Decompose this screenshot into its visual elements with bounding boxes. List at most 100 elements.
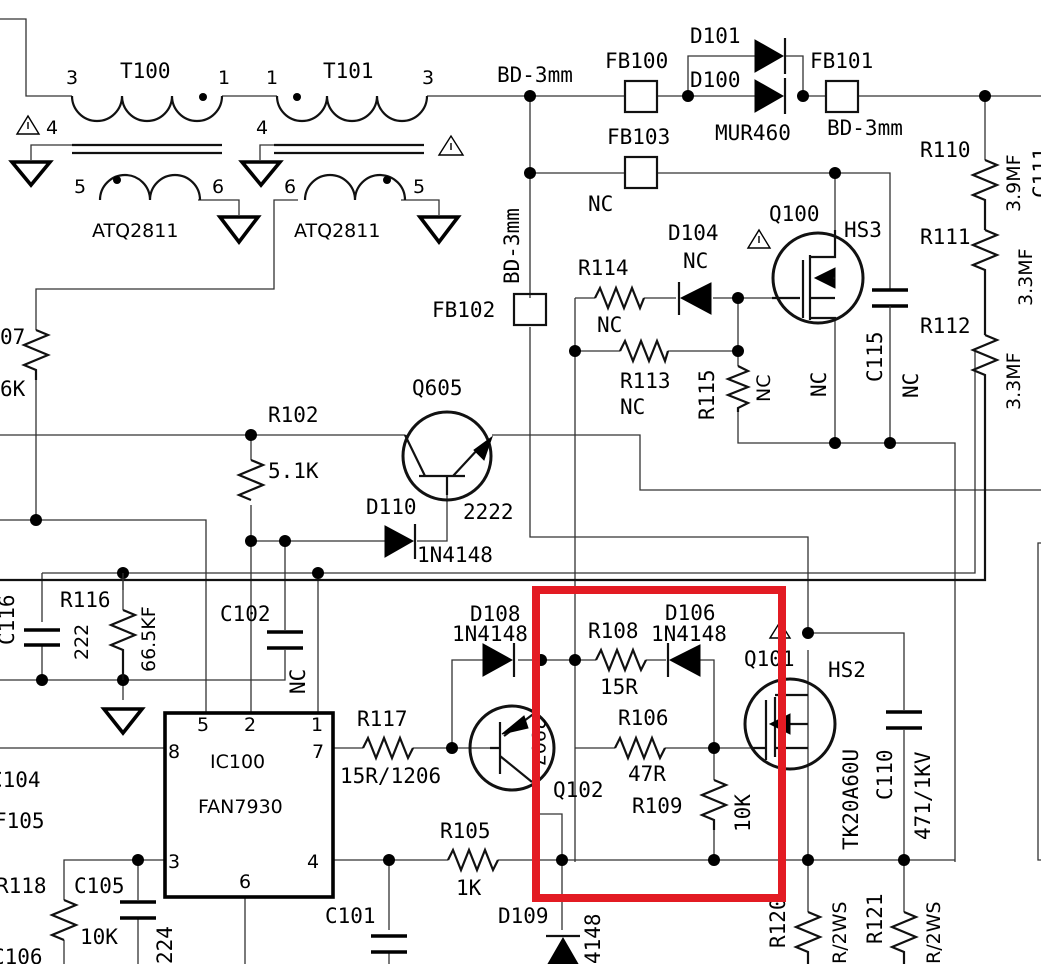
capacitor-c101[interactable]: C101: [325, 904, 407, 954]
junction: [245, 535, 257, 547]
capacitor-c106[interactable]: C106 224: [0, 926, 177, 964]
junction: [708, 854, 720, 866]
r111-value: 3.3MF: [1015, 248, 1037, 306]
c104-ref: C104: [0, 768, 41, 792]
r106-ref: R106: [618, 706, 669, 730]
r110-value: 3.9MF: [1003, 154, 1025, 212]
ic100-pin4: 4: [307, 851, 319, 873]
q100-nc: NC: [807, 372, 831, 397]
ferrite-fb100[interactable]: FB100 BD-3mm: [497, 49, 668, 114]
resistor-r113[interactable]: R113 NC: [619, 338, 671, 419]
resistor-r114[interactable]: R114 NC: [578, 256, 646, 337]
ferrite-fb101[interactable]: FB101 BD-3mm: [810, 49, 903, 140]
c106-ref: C106: [0, 945, 43, 964]
resistor-r121[interactable]: R121 R/2WS: [863, 893, 945, 964]
r112-ref: R112: [920, 314, 971, 338]
capacitor-c110[interactable]: C110 471/1KV: [873, 710, 935, 840]
mosfet-q100[interactable]: Q100 HS3 NC: [769, 202, 882, 397]
q101-ref: Q101: [744, 647, 795, 671]
q102-ref: Q102: [553, 778, 604, 802]
ferrite-fb102[interactable]: FB102 BD-3mm: [432, 208, 548, 327]
junction: [898, 854, 910, 866]
diode-d101[interactable]: D101: [690, 24, 787, 74]
mosfet-q101[interactable]: Q101 HS2 TK20A60U: [743, 647, 866, 850]
r113-ref: R113: [620, 369, 671, 393]
diode-d110[interactable]: D110 1N4148: [366, 495, 493, 567]
fb101-value: BD-3mm: [827, 116, 903, 140]
ic-ic100[interactable]: IC100 FAN7930 5 2 1 8 7 3 4 6: [163, 711, 335, 899]
d108-ref: D108: [470, 602, 521, 626]
resistor-r105[interactable]: R105 1K: [440, 819, 499, 900]
ic100-pin6: 6: [239, 871, 251, 893]
resistor-r116[interactable]: R116 66.5KF: [60, 573, 160, 680]
q100-heatsink: HS3: [844, 218, 882, 242]
resistor-r118[interactable]: R118 10K: [0, 874, 118, 949]
diode-d109[interactable]: D109 4148: [498, 904, 605, 964]
capacitor-c111[interactable]: C111: [1029, 147, 1041, 198]
junction: [383, 854, 395, 866]
c102-value: NC: [286, 669, 310, 694]
q605-part: 2222: [463, 500, 514, 524]
junction: [979, 90, 991, 102]
fb102-value: BD-3mm: [500, 208, 524, 284]
resistor-r109[interactable]: R109 10K: [632, 778, 755, 832]
q101-heatsink: HS2: [828, 658, 866, 682]
r117-value: 15R/1206: [340, 764, 441, 788]
r102-ref: R102: [268, 403, 319, 427]
ferrite-fb103[interactable]: FB103 NC: [588, 125, 670, 216]
resistor-r110[interactable]: R110 3.9MF: [920, 138, 1025, 230]
resistor-r112[interactable]: R112 3.3MF: [0, 314, 1025, 582]
d109-value: 4148: [581, 913, 605, 964]
ic100-pin1: 1: [311, 714, 323, 736]
junction: [732, 345, 744, 357]
r114-value: NC: [597, 313, 622, 337]
ic100-part: FAN7930: [198, 796, 283, 818]
r102-value: 5.1K: [268, 459, 319, 483]
diode-d104[interactable]: D104 NC: [668, 221, 719, 315]
r121-value: R/2WS: [923, 901, 945, 964]
r106-value: 47R: [628, 762, 666, 786]
resistor-r120[interactable]: R120 R/2WS: [766, 897, 851, 964]
transistor-q605[interactable]: Q605 2222: [401, 376, 514, 524]
resistor-r111[interactable]: R111 3.3MF: [920, 225, 1037, 335]
junction: [36, 674, 48, 686]
ic100-pin3: 3: [168, 851, 180, 873]
capacitor-c115[interactable]: C115 NC: [863, 288, 923, 398]
capacitor-c116[interactable]: C116 222: [0, 594, 93, 660]
ground-icon: [8, 160, 54, 188]
resistor-r115[interactable]: R115 NC: [695, 365, 775, 420]
diode-d108[interactable]: D108 1N4148: [452, 602, 528, 677]
capacitor-c104[interactable]: C104 F105: [0, 768, 45, 833]
capacitor-c105[interactable]: C105: [74, 874, 156, 920]
q100-ref: Q100: [769, 202, 820, 226]
r109-value: 10K: [731, 794, 755, 832]
junction: [708, 742, 720, 754]
t100-pin6: 6: [212, 176, 224, 198]
ic100-pin7: 7: [312, 741, 324, 763]
transformer-t101[interactable]: T101 1 3 4 6 5 ATQ2811: [256, 59, 434, 242]
junction: [132, 854, 144, 866]
junction: [732, 292, 744, 304]
transformer-t100[interactable]: T100 3 1 4 5 6 ATQ2811: [46, 59, 230, 242]
diode-d100[interactable]: D100 MUR460: [690, 68, 791, 145]
resistor-r107[interactable]: 07 6K: [0, 325, 51, 401]
d106-ref: D106: [665, 601, 716, 625]
ic100-pin5: 5: [197, 714, 209, 736]
c116-ref: C116: [0, 594, 19, 645]
resistor-r102[interactable]: R102 5.1K: [236, 403, 319, 502]
resistor-r117[interactable]: R117 15R/1206: [340, 707, 441, 788]
resistor-r108[interactable]: R108 15R: [588, 619, 647, 699]
r121-ref: R121: [863, 893, 887, 944]
ground-icon: [238, 160, 284, 188]
capacitor-c102[interactable]: C102 NC: [220, 602, 310, 694]
resistor-r106[interactable]: R106 47R: [614, 706, 669, 786]
r110-ref: R110: [920, 138, 971, 162]
r120-value: R/2WS: [829, 901, 851, 964]
junction: [569, 654, 581, 666]
r115-ref: R115: [695, 369, 719, 420]
d104-value: NC: [683, 249, 708, 273]
c102-ref: C102: [220, 602, 271, 626]
c111-ref: C111: [1029, 147, 1041, 198]
diode-d106[interactable]: D106 1N4148: [651, 601, 727, 677]
fb103-value: NC: [588, 192, 613, 216]
